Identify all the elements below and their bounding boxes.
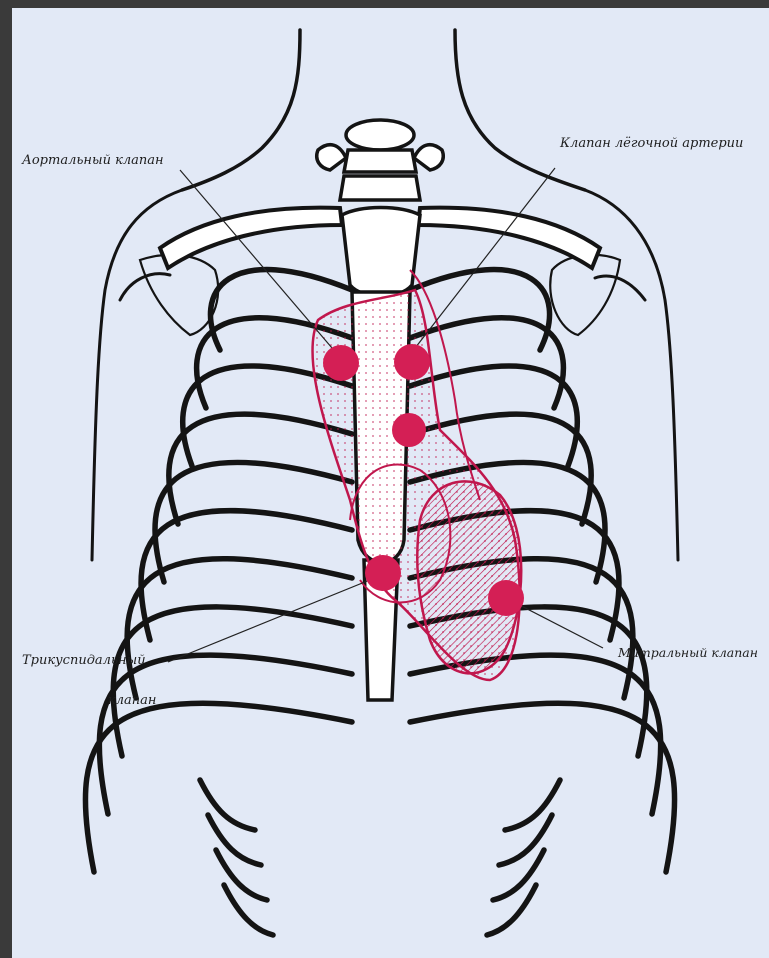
rib-right [505, 780, 560, 830]
pulmonary-valve-marker [394, 344, 430, 380]
rib-left [99, 655, 352, 814]
diagram-frame: Аортальный клапан Клапан лёгочной артери… [12, 8, 769, 958]
cervical-vertebrae [317, 120, 444, 200]
ventricle-region [417, 481, 521, 673]
aortic-valve-label: Аортальный клапан [22, 153, 164, 168]
heart-projection [312, 270, 521, 680]
rib-left [85, 703, 352, 872]
rib-right [410, 655, 661, 814]
erb-point-marker [392, 413, 426, 447]
pulmonary-valve-label: Клапан лёгочной артерии [560, 136, 743, 151]
tricuspid-valve-marker [365, 555, 401, 591]
rib-left [200, 780, 255, 830]
mitral-valve-label: Митральный клапан [618, 645, 758, 660]
aortic-valve-marker [323, 345, 359, 381]
rib-right [410, 703, 675, 872]
tricuspid-valve-label-line1: Трикуспидальный [22, 653, 146, 668]
tricuspid-valve-label-line2: клапан [108, 693, 156, 708]
rib-right [410, 270, 550, 350]
mitral-valve-marker [488, 580, 524, 616]
